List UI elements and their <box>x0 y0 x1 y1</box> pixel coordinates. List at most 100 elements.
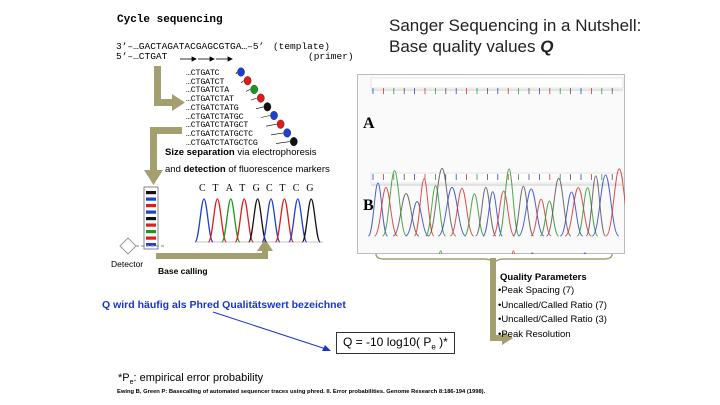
trace-peak <box>585 175 606 237</box>
template-strand: 3’–…GACTAGATACGAGCGTGA…–5’ (template) <box>116 41 330 52</box>
dye-marker-T <box>243 76 252 86</box>
extension-arrows <box>180 56 233 62</box>
detector-label: Detector <box>111 259 144 269</box>
gel-band-C <box>146 243 156 247</box>
chromatogram-peak-C <box>261 198 281 243</box>
primer-label: (primer) <box>308 51 354 62</box>
gel-lane <box>143 186 159 250</box>
trace-peak <box>482 191 503 237</box>
gel-band-C <box>146 210 156 214</box>
trace-peak <box>564 187 592 237</box>
gel-band-T <box>146 204 156 208</box>
trace-peak <box>539 200 560 237</box>
trace-peak <box>464 193 485 237</box>
gel-band-G <box>146 217 156 221</box>
trace-peak <box>413 178 435 237</box>
trace-peak <box>512 185 535 237</box>
dye-link-5 <box>255 106 264 110</box>
gel-band-G <box>146 191 156 195</box>
dye-link-1 <box>235 71 238 75</box>
separation-line2: and detection of fluorescence markers <box>165 164 330 175</box>
trace-peak <box>382 170 407 237</box>
fragment-ladder: …CTGATC…CTGATCT…CTGATCTA…CTGATCTAT…CTGAT… <box>186 69 258 148</box>
formula-subscript: e <box>431 342 436 352</box>
chromatogram-peak-G <box>301 198 321 243</box>
quality-item: •Uncalled/Called Ratio (3) <box>498 314 607 325</box>
trace-peak <box>576 187 599 237</box>
chromatogram-peak-A <box>221 198 241 243</box>
base-call-T: T <box>279 183 286 194</box>
chromatogram-peak-T <box>207 198 228 243</box>
dye-marker-G <box>290 137 298 147</box>
slide-title-line2: Base quality values Q <box>389 37 553 57</box>
chromatogram-peak-C <box>195 198 214 243</box>
trace-peak <box>591 174 620 237</box>
dye-link-7 <box>265 123 277 127</box>
slide-title-line1: Sanger Sequencing in a Nutshell: <box>389 16 642 35</box>
cycle-sequencing-heading: Cycle sequencing <box>117 14 223 26</box>
fragment-5: …CTGATCTATG <box>186 103 239 113</box>
base-call-C: C <box>292 183 300 194</box>
formula-box: Q = -10 log10( Pe )* <box>336 332 455 355</box>
chromatogram-peak-C <box>288 198 308 243</box>
primer-sequence: 5’–…CTGAT <box>116 51 168 62</box>
quality-item: •Peak Resolution <box>498 328 571 340</box>
formula-prefix: Q = -10 log10( P <box>343 335 432 349</box>
dye-link-8 <box>270 132 284 136</box>
detector-icon <box>119 237 164 255</box>
gel-band-C <box>146 197 156 201</box>
quality-item: •Uncalled/Called Ratio (7) <box>498 299 607 311</box>
fragment-2: …CTGATCT <box>186 77 225 87</box>
trace-peak <box>492 190 515 237</box>
chromatogram-peak-G <box>247 198 268 243</box>
base-call-T: T <box>212 183 219 194</box>
quality-item: •Peak Spacing (7) <box>498 285 575 296</box>
dye-marker-C <box>270 111 278 121</box>
primer-strand: 5’–…CTGAT <box>116 51 167 62</box>
trace-peak <box>583 252 587 254</box>
separation-line2-start: and <box>165 164 184 175</box>
trace-peak <box>438 250 443 254</box>
dye-link-4 <box>250 97 257 101</box>
fragment-9: …CTGATCTATGCTCG <box>186 138 258 148</box>
chromatogram-peak-T <box>234 198 254 243</box>
dye-markers <box>235 67 298 147</box>
quality-list: •Peak Spacing (7) •Uncalled/Called Ratio … <box>498 284 607 342</box>
title-prefix: Base quality values <box>389 37 541 56</box>
title-q-symbol: Q <box>540 37 554 56</box>
trace-peak <box>605 168 625 237</box>
trace-peak <box>475 186 497 237</box>
phred-note: Q wird häufig als Phred Qualitätswert be… <box>102 299 346 311</box>
dye-link-2 <box>240 80 244 83</box>
footnote-prefix: *P <box>118 372 130 384</box>
base-calling-label: Base calling <box>158 266 208 276</box>
gel-band-T <box>146 236 156 240</box>
template-sequence: 3’–…GACTAGATACGAGCGTGA…–5’ <box>116 41 265 52</box>
trace-label-a: A <box>363 115 375 132</box>
dye-link-6 <box>260 115 271 118</box>
dye-marker-C <box>283 128 291 138</box>
base-call-C: C <box>266 183 273 194</box>
size-separation-bold: Size separation <box>165 147 235 158</box>
gel-band-A <box>146 230 156 234</box>
trace-label-b: B <box>363 197 374 214</box>
chromatogram <box>195 198 323 243</box>
trace-peak <box>530 198 552 237</box>
dye-marker-T <box>276 119 285 129</box>
trace-peak <box>437 186 467 237</box>
separation-line2-rest: of fluorescence markers <box>225 164 330 175</box>
trace-peak <box>449 187 475 237</box>
quality-heading: Quality Parameters <box>500 272 587 283</box>
reference: Ewing B, Green P: Basecalling of automat… <box>117 389 486 395</box>
footnote: *Pe: empirical error probability <box>118 372 263 386</box>
trace-peak <box>425 185 446 237</box>
base-call-T: T <box>239 183 246 194</box>
fragment-7: …CTGATCTATGCT <box>186 121 249 131</box>
fragment-4: …CTGATCTAT <box>186 95 234 105</box>
separation-line1: Size separation via electrophoresis <box>165 147 317 158</box>
fragment-1: …CTGATC <box>186 69 220 78</box>
base-call-G: G <box>252 183 260 194</box>
dye-marker-T <box>257 93 265 103</box>
trace-peak <box>392 193 420 237</box>
